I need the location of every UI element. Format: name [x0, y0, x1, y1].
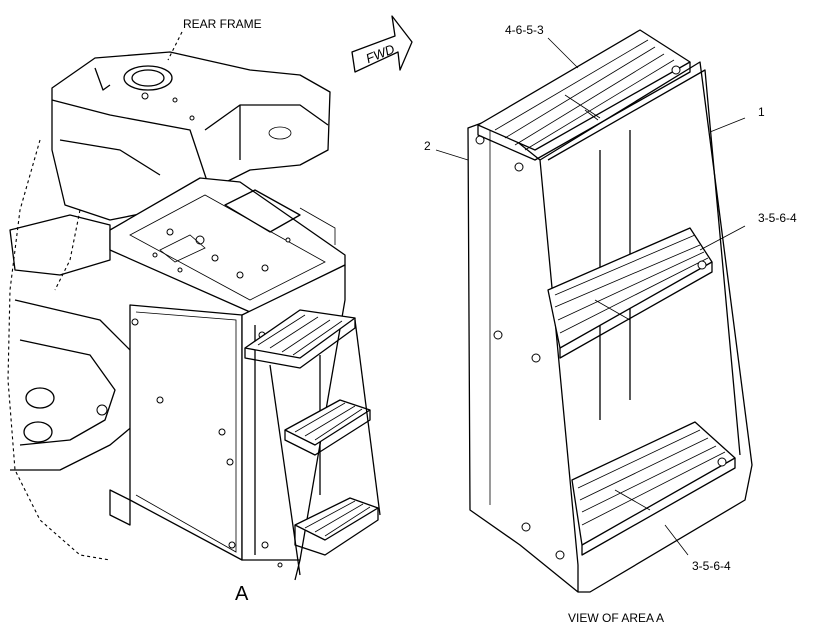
- view-a-marker: A: [235, 583, 249, 605]
- leader-2: [435, 149, 469, 161]
- fwd-label: FWD: [364, 41, 397, 66]
- left-steps: [244, 309, 381, 581]
- callout-1: 1: [758, 105, 765, 119]
- rear-frame-leader: [167, 31, 183, 61]
- lower-step: [571, 421, 736, 556]
- callout-upper-step: 4-6-5-3: [505, 23, 544, 37]
- middle-step: [547, 227, 713, 359]
- leader-upper-step: [547, 37, 579, 69]
- callout-2: 2: [424, 139, 431, 153]
- leader-1: [709, 117, 746, 133]
- callout-lower-step: 3-5-6-4: [692, 559, 731, 573]
- rear-frame-label: REAR FRAME: [183, 17, 262, 31]
- step-assembly-view: [435, 29, 753, 593]
- leader-lower-step: [664, 524, 689, 556]
- upper-step: [477, 29, 691, 161]
- rear-frame-assembly: [7, 31, 381, 581]
- view-title: VIEW OF AREA A: [568, 611, 664, 625]
- callout-middle-step: 3-5-6-4: [758, 211, 797, 225]
- fwd-arrow-icon: FWD: [351, 15, 413, 73]
- leader-middle-step: [699, 225, 746, 251]
- back-plate: [467, 119, 579, 593]
